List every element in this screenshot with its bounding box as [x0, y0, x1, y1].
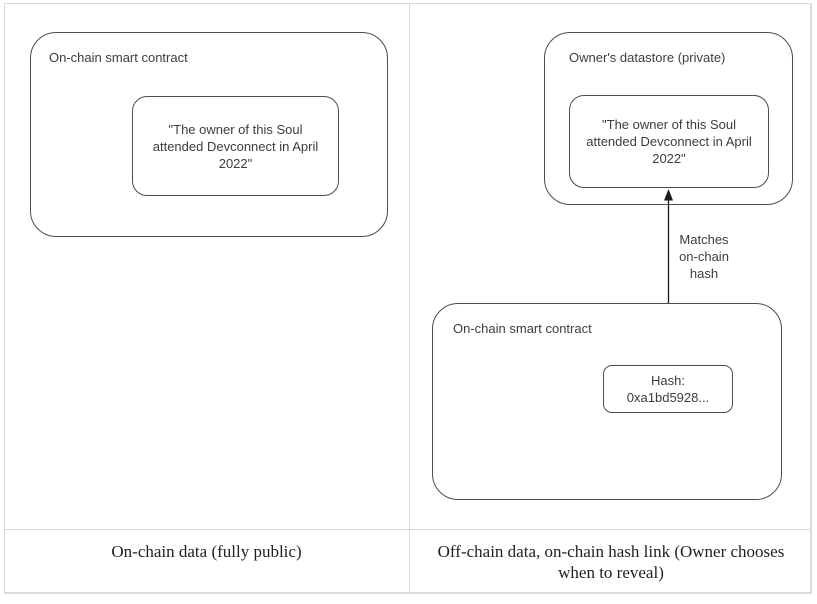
caption-onchain: On-chain data (fully public): [111, 542, 302, 561]
column-divider: [409, 3, 410, 593]
claim-box-right: "The owner of this Soul attended Devconn…: [569, 95, 769, 188]
caption-offchain: Off-chain data, on-chain hash link (Owne…: [437, 542, 785, 582]
onchain-contract-label-right: On-chain smart contract: [453, 321, 592, 336]
owner-datastore-label: Owner's datastore (private): [569, 50, 726, 65]
claim-text-right: "The owner of this Soul attended Devconn…: [586, 117, 752, 166]
hash-value-text: Hash: 0xa1bd5928...: [626, 373, 710, 405]
arrowhead-up-icon: [664, 189, 673, 201]
claim-text-left: "The owner of this Soul attended Devconn…: [152, 121, 319, 171]
claim-box-left: "The owner of this Soul attended Devconn…: [132, 96, 339, 196]
hash-match-arrow-label: Matches on-chain hash: [670, 231, 738, 282]
hash-box: Hash: 0xa1bd5928...: [603, 365, 733, 413]
caption-row-divider: [4, 529, 811, 530]
onchain-contract-label-left: On-chain smart contract: [49, 50, 188, 65]
